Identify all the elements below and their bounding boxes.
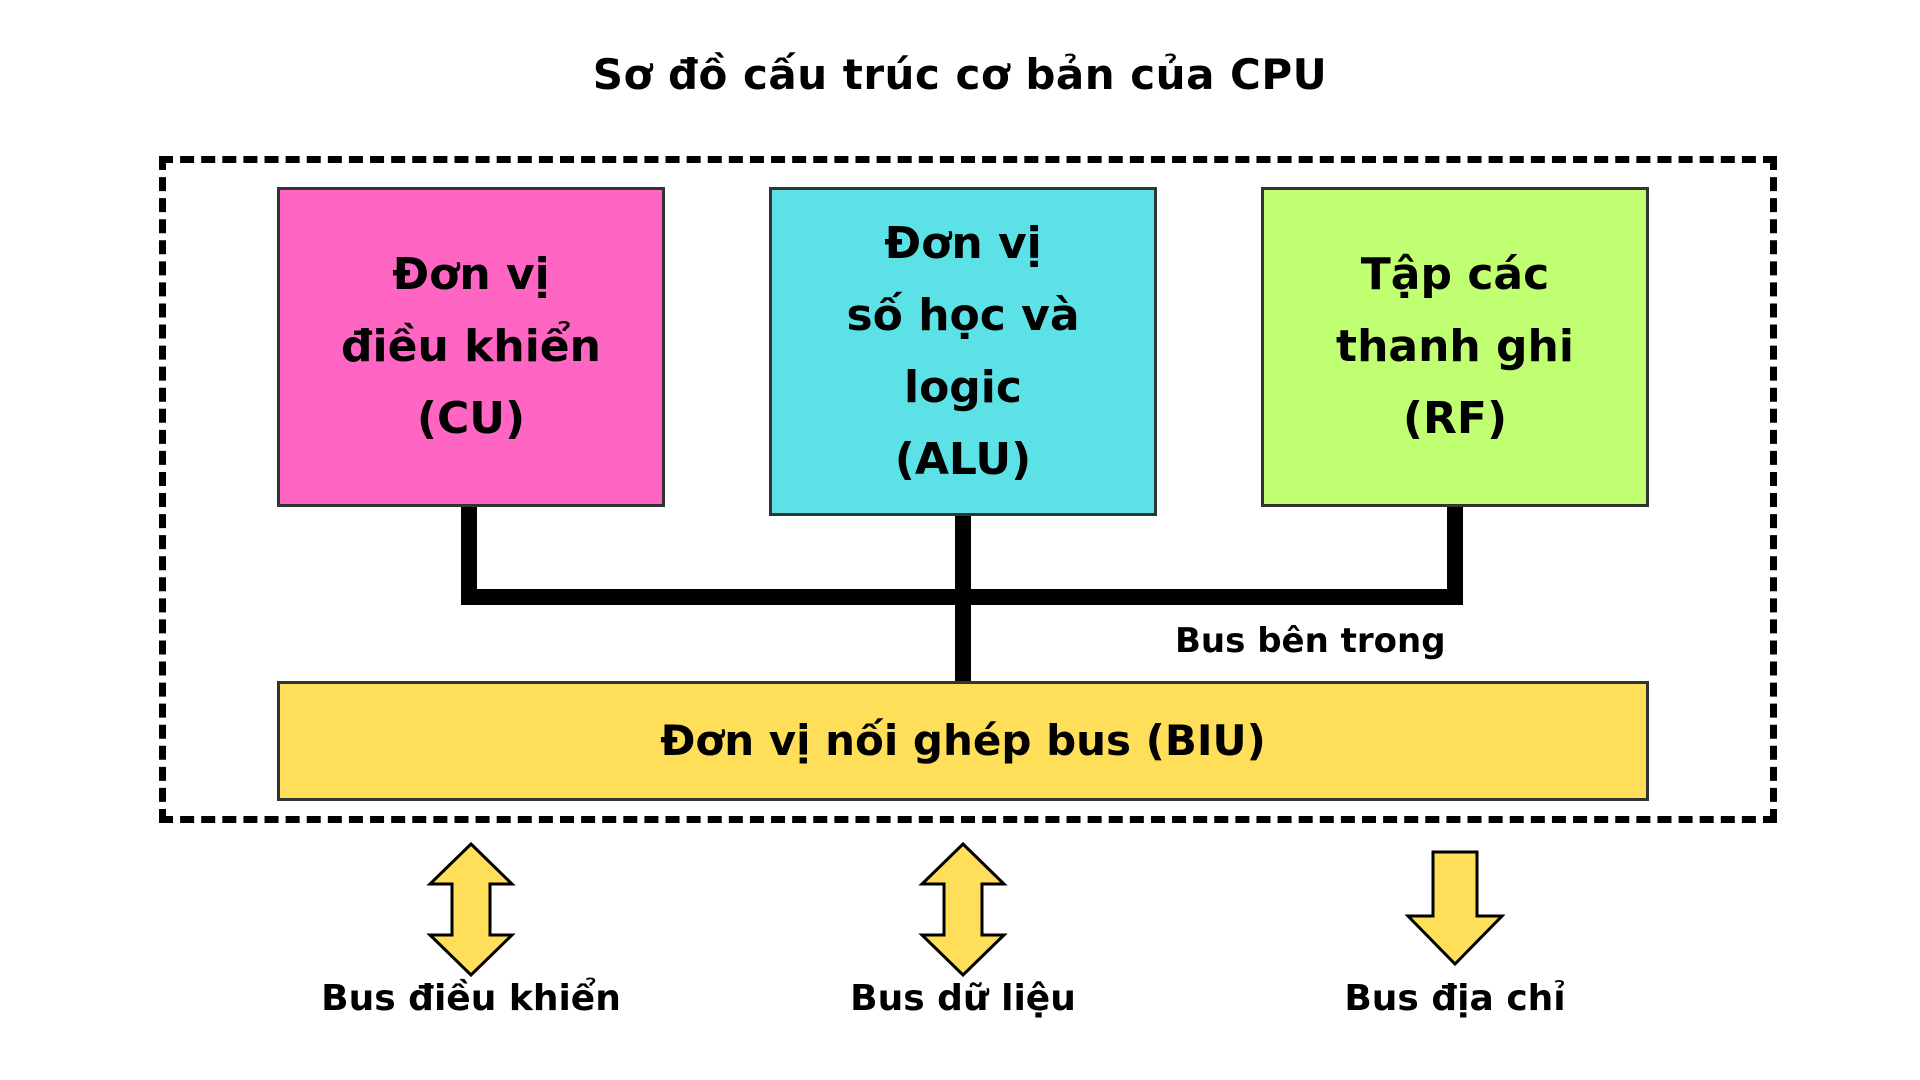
cpu-boundary <box>159 156 1777 823</box>
internal-bus-label: Bus bên trong <box>1175 621 1446 661</box>
internal-bus-line <box>461 589 1463 605</box>
bus-line-rf <box>1447 507 1463 601</box>
double-arrow-icon <box>426 842 516 977</box>
alu-box: Đơn vị số học và logic (ALU) <box>769 187 1157 516</box>
address-bus-label: Bus địa chỉ <box>1344 978 1566 1019</box>
control-unit-box: Đơn vị điều khiển (CU) <box>277 187 665 507</box>
control-unit-label: Đơn vị điều khiển (CU) <box>341 249 601 444</box>
control-bus-label: Bus điều khiển <box>321 978 621 1019</box>
down-arrow-icon <box>1405 850 1505 967</box>
alu-label: Đơn vị số học và logic (ALU) <box>846 217 1080 485</box>
double-arrow-icon <box>918 842 1008 977</box>
diagram-title: Sơ đồ cấu trúc cơ bản của CPU <box>592 50 1328 99</box>
bus-interface-unit-box: Đơn vị nối ghép bus (BIU) <box>277 681 1649 801</box>
register-file-box: Tập các thanh ghi (RF) <box>1261 187 1649 507</box>
register-file-label: Tập các thanh ghi (RF) <box>1336 249 1574 444</box>
data-bus-label: Bus dữ liệu <box>850 978 1076 1019</box>
bus-line-cu <box>461 507 477 601</box>
bus-interface-unit-label: Đơn vị nối ghép bus (BIU) <box>660 716 1266 765</box>
